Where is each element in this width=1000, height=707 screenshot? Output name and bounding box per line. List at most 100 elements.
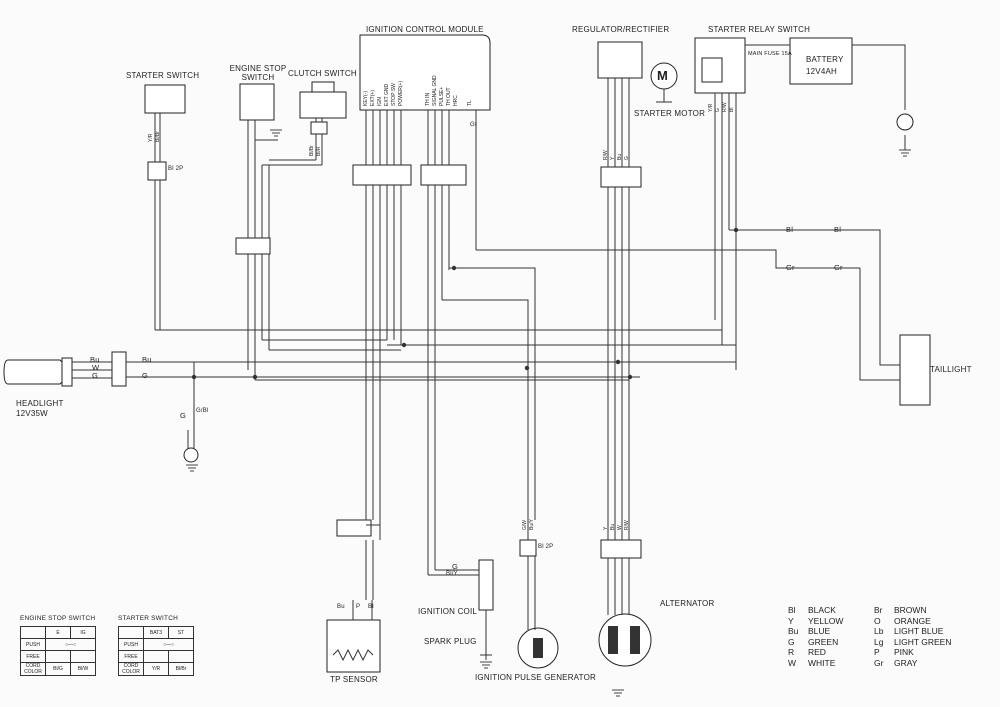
wire-label-pulse-buy: Bu/Y	[529, 519, 535, 530]
wire-label-tail-bl-left: Bl	[786, 225, 794, 234]
alternator-circle	[598, 613, 652, 667]
wire-label-pulse-gw: G/W	[522, 520, 528, 530]
legend-name: GREEN	[808, 636, 839, 647]
st-h2: ST	[168, 626, 194, 639]
spark-plug-label: SPARK PLUG	[424, 637, 477, 646]
wire-label-alt-bu: Bu	[610, 523, 616, 530]
clutch-switch-box	[299, 91, 347, 119]
legend-row: Y YELLOW O ORANGE	[788, 616, 960, 627]
wire-label-ground-gbl: G/Bl	[196, 408, 209, 414]
legend-code: Bl	[788, 605, 796, 615]
legend-code: R	[788, 647, 795, 658]
tp-sensor-label: TP SENSOR	[330, 675, 378, 684]
st-r2c2: Bl/Br	[168, 662, 194, 676]
wire-label-starter-blbr: Bl/Br	[155, 131, 161, 142]
legend-code: G	[788, 636, 795, 647]
legend-name: BLUE	[808, 626, 831, 637]
icm-pin-label: EXT GND	[384, 83, 390, 106]
wire-label-icm-gr: Gr	[470, 122, 478, 128]
wire-label-alt-rw: R/W	[624, 520, 630, 530]
wire-label-reg-rw: R/W	[603, 150, 609, 160]
main-fuse-label: MAIN FUSE 15A	[748, 51, 792, 57]
legend-code: Lg	[874, 636, 884, 647]
wire-label-reg-bu: Bu	[617, 153, 623, 160]
icm-pin-label: STOP SW	[391, 83, 397, 106]
legend-code: O	[874, 615, 881, 626]
wire-label-tp-p: P	[356, 604, 361, 610]
es-r2: CORD COLOR	[20, 662, 46, 676]
engine-stop-switch-box	[239, 83, 275, 121]
icm-pin-label: POWER(+)	[398, 80, 404, 106]
wire-label-g-right: G	[142, 371, 149, 380]
legend-row: Bu BLUE Lb LIGHT BLUE	[788, 626, 960, 637]
ignition-control-module-label: IGNITION CONTROL MODULE	[366, 25, 484, 34]
st-r0: PUSH	[118, 638, 144, 651]
legend-name: WHITE	[808, 657, 836, 668]
battery-spec-label: 12V4AH	[806, 67, 837, 76]
wire-label-relay-g: G	[715, 108, 721, 112]
icm-pin-label: TH IN	[425, 92, 431, 106]
legend-name: ORANGE	[894, 615, 931, 626]
wire-label-tp-bl: Bl	[368, 604, 374, 610]
es-push-dots: ○—○	[45, 638, 96, 651]
wire-label-ground-g: G	[180, 411, 187, 420]
legend-name: LIGHT BLUE	[894, 626, 944, 637]
engine-stop-switch-label: ENGINE STOP SWITCH	[229, 64, 287, 82]
engine-stop-table-title: ENGINE STOP SWITCH	[20, 615, 96, 622]
wire-label-tail-gr-left: Gr	[786, 263, 795, 272]
icm-pin-label: HRC	[453, 95, 459, 106]
starter-relay-switch-label: STARTER RELAY SWITCH	[708, 25, 811, 34]
wire-label-headlight-bu: Bu	[90, 355, 100, 364]
legend-code: Y	[788, 615, 794, 626]
legend-name: RED	[808, 647, 826, 658]
ignition-coil-label: IGNITION COIL	[418, 607, 478, 616]
icm-pin-label: SIGNAL GND	[432, 75, 438, 106]
legend-name: YELLOW	[808, 615, 844, 626]
battery-box	[789, 37, 853, 85]
es-h1: E	[45, 626, 71, 639]
legend-code: Bu	[788, 626, 799, 637]
motor-symbol: M	[657, 68, 669, 83]
legend-code: W	[788, 657, 797, 668]
st-r2: CORD COLOR	[118, 662, 144, 676]
battery-label: BATTERY	[806, 55, 844, 64]
icm-pin-label: EXT(+)	[370, 90, 376, 106]
legend-name: GRAY	[894, 657, 918, 668]
wire-label-alt-y: Y	[603, 526, 609, 530]
wire-label-tail-gr-right: Gr	[834, 263, 843, 272]
legend-name: PINK	[894, 647, 914, 658]
wire-label-coil-bly: Bl/Y	[446, 571, 458, 577]
clutch-switch-label: CLUTCH SWITCH	[288, 69, 357, 78]
headlight-shape	[3, 359, 73, 385]
wire-label-starter-yr: Y/R	[148, 133, 154, 142]
regulator-box	[597, 41, 643, 79]
es-h0	[20, 626, 46, 639]
st-h0	[118, 626, 144, 639]
es-r2c1: Bl/G	[45, 662, 71, 676]
es-r0: PUSH	[20, 638, 46, 651]
taillight-label: TAILLIGHT	[930, 365, 972, 374]
es-r2c2: Bl/W	[70, 662, 96, 676]
st-push-dots: ○—○	[143, 638, 194, 651]
wire-label-clutch-blr: Bl/R	[316, 146, 322, 156]
taillight-box	[899, 334, 931, 406]
icm-pin-label: KEY(-)	[363, 91, 369, 106]
legend-name: BLACK	[808, 605, 836, 615]
st-r2c1: Y/R	[143, 662, 169, 676]
icm-pin-label: IGN	[377, 97, 383, 106]
legend-code: Lb	[874, 626, 884, 637]
tp-sensor-box	[326, 619, 381, 673]
wire-label-alt-w: W	[617, 525, 623, 530]
legend-code: P	[874, 647, 880, 658]
legend-code: Br	[874, 605, 883, 615]
st-r1: FREE	[118, 650, 144, 663]
headlight-spec-label: 12V35W	[16, 409, 48, 418]
wire-label-clutch-blbr: Bl/Br	[309, 145, 315, 156]
icm-pin-label: TH OUT	[446, 87, 452, 106]
wire-label-relay-rw: R/W	[722, 102, 728, 112]
es-h2: IG	[70, 626, 96, 639]
